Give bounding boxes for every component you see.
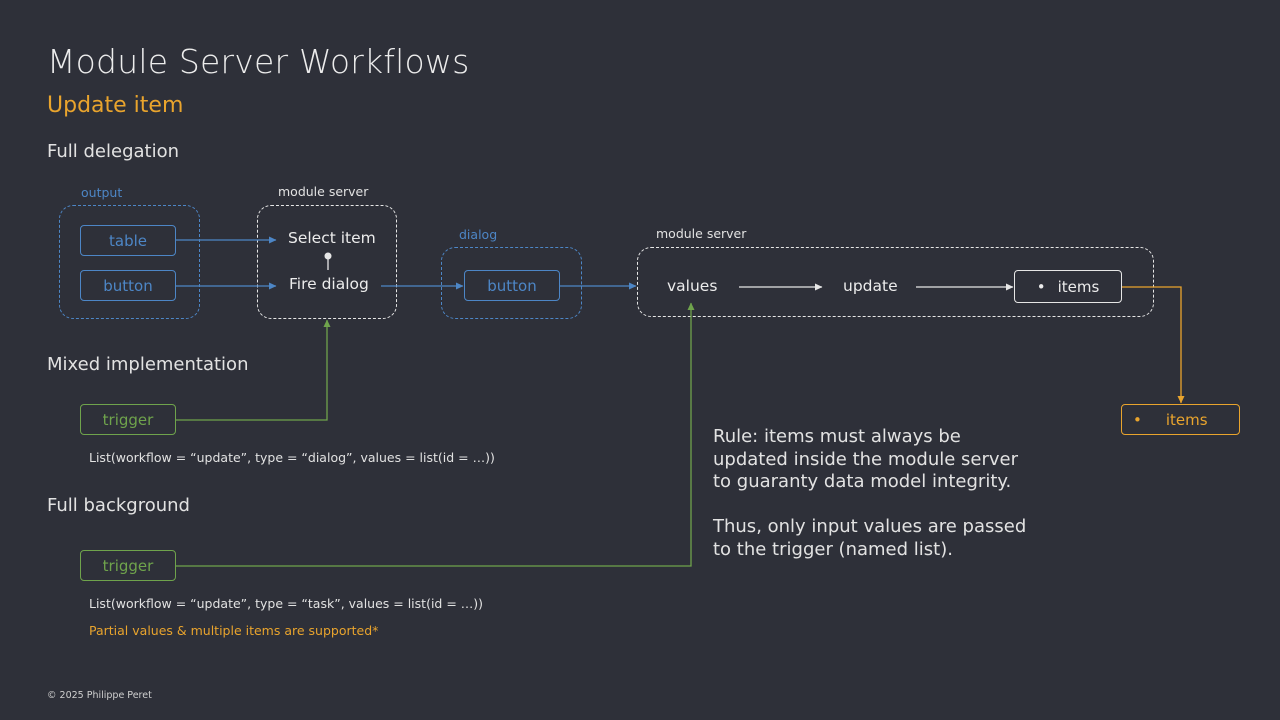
dialog-button-box: button xyxy=(464,270,560,301)
section-full-background: Full background xyxy=(47,495,190,516)
page-subtitle: Update item xyxy=(47,93,184,118)
code-background: List(workflow = “update”, type = “task”,… xyxy=(89,596,484,611)
section-mixed-implementation: Mixed implementation xyxy=(47,354,249,375)
update-node: update xyxy=(843,277,898,295)
arrow-items-to-result xyxy=(1122,286,1185,404)
section-full-delegation: Full delegation xyxy=(47,141,180,162)
rule-line-1: Rule: items must always be xyxy=(713,426,961,447)
copyright-footer: © 2025 Philippe Peret xyxy=(47,690,152,701)
rule-line-5: Thus, only input values are passed xyxy=(713,516,1027,537)
items-box: • items xyxy=(1014,270,1122,303)
items-bullet: • xyxy=(1036,277,1046,296)
trigger-mixed-box: trigger xyxy=(80,404,176,435)
dialog-group-label: dialog xyxy=(459,227,498,242)
values-node: values xyxy=(667,277,718,295)
rule-line-4 xyxy=(713,494,1026,517)
rule-text: Rule: items must always be updated insid… xyxy=(713,426,1026,561)
table-box: table xyxy=(80,225,176,256)
module-server-group-2 xyxy=(637,247,1154,317)
items-label: items xyxy=(1057,277,1100,296)
module-server-group-label-1: module server xyxy=(278,184,369,199)
support-note: Partial values & multiple items are supp… xyxy=(89,623,379,638)
output-group-label: output xyxy=(81,185,123,200)
arrow-trigger-background-to-values xyxy=(176,302,695,567)
result-items-label: items xyxy=(1165,410,1208,429)
arrow-trigger-mixed-to-fire xyxy=(176,319,331,421)
rule-line-3: to guaranty data model integrity. xyxy=(713,471,1012,492)
output-button-box: button xyxy=(80,270,176,301)
module-server-group-label-2: module server xyxy=(656,226,747,241)
result-items-box: • items xyxy=(1121,404,1240,435)
module-server-group-1 xyxy=(257,205,397,319)
select-item-node: Select item xyxy=(288,229,376,247)
trigger-background-box: trigger xyxy=(80,550,176,581)
fire-dialog-node: Fire dialog xyxy=(289,275,369,293)
result-items-bullet: • xyxy=(1133,410,1142,429)
dialog-group xyxy=(441,247,582,319)
code-mixed: List(workflow = “update”, type = “dialog… xyxy=(89,450,495,465)
rule-line-2: updated inside the module server xyxy=(713,448,1018,470)
page-title: Module Server Workflows xyxy=(47,42,470,81)
output-group xyxy=(59,205,200,319)
rule-line-6: to the trigger (named list). xyxy=(713,538,953,560)
